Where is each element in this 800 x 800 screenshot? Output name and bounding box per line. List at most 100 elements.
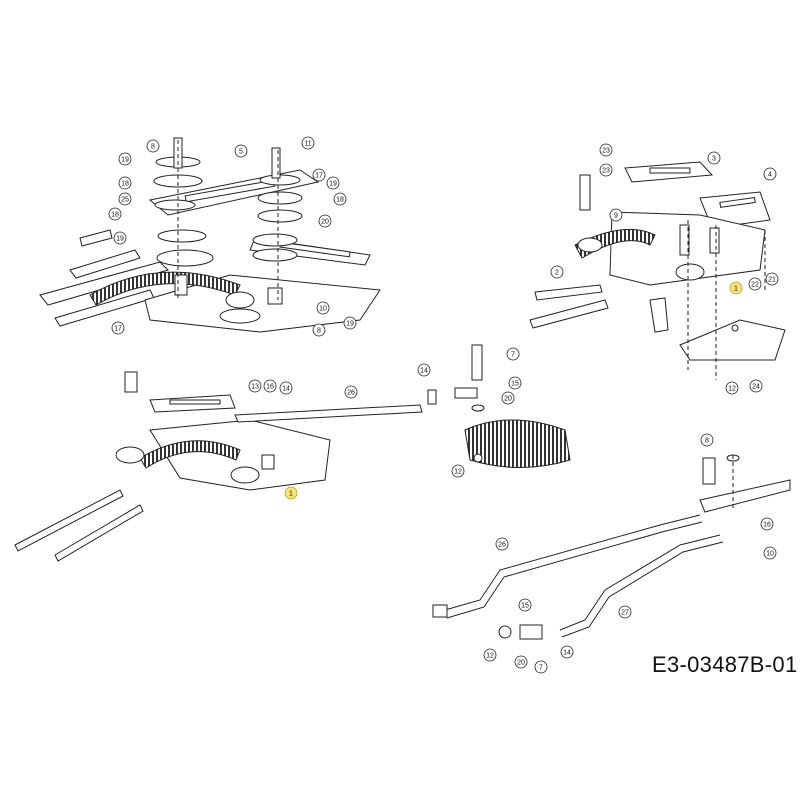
callout: 16 xyxy=(263,379,277,393)
svg-text:8: 8 xyxy=(317,328,321,335)
svg-text:24: 24 xyxy=(752,384,760,391)
svg-text:14: 14 xyxy=(563,650,571,657)
callout: 10 xyxy=(763,546,777,560)
callout: 26 xyxy=(495,537,509,551)
callout: 20 xyxy=(318,214,332,228)
callout: 8 xyxy=(700,433,714,447)
svg-text:19: 19 xyxy=(121,157,129,164)
svg-text:18: 18 xyxy=(336,197,344,204)
callout: 2 xyxy=(550,265,564,279)
callout: 11 xyxy=(301,136,315,150)
svg-text:21: 21 xyxy=(768,277,776,284)
callout: 12 xyxy=(725,381,739,395)
svg-text:19: 19 xyxy=(116,236,124,243)
assembly-middle-center xyxy=(427,344,571,468)
callout-highlighted: 1 xyxy=(284,486,298,500)
svg-text:26: 26 xyxy=(347,390,355,397)
callout: 3 xyxy=(707,151,721,165)
callout: 13 xyxy=(248,379,262,393)
callout: 8 xyxy=(146,139,160,153)
svg-text:16: 16 xyxy=(763,522,771,529)
svg-text:15: 15 xyxy=(511,381,519,388)
callout: 27 xyxy=(618,605,632,619)
callouts-middle-left: 13 16 14 26 1 xyxy=(248,379,358,500)
callout: 15 xyxy=(518,598,532,612)
highlight-marker xyxy=(284,486,298,500)
svg-text:9: 9 xyxy=(614,213,618,220)
assembly-top-left xyxy=(39,137,381,333)
callout: 19 xyxy=(113,231,127,245)
svg-text:17: 17 xyxy=(114,326,122,333)
svg-text:7: 7 xyxy=(511,352,515,359)
callout: 12 xyxy=(451,464,465,478)
assembly-bottom-right xyxy=(432,454,791,640)
callout: 19 xyxy=(343,316,357,330)
svg-text:27: 27 xyxy=(621,610,629,617)
svg-text:12: 12 xyxy=(728,386,736,393)
svg-text:18: 18 xyxy=(111,212,119,219)
svg-text:18: 18 xyxy=(121,181,129,188)
svg-text:12: 12 xyxy=(454,469,462,476)
drawing-code: E3-03487B-01 xyxy=(652,652,798,677)
callouts-bottom-right: 8 16 10 26 27 15 12 20 7 14 xyxy=(483,433,777,674)
svg-text:26: 26 xyxy=(498,542,506,549)
svg-text:20: 20 xyxy=(517,660,525,667)
callout: 16 xyxy=(760,517,774,531)
svg-text:10: 10 xyxy=(319,306,327,313)
svg-text:3: 3 xyxy=(712,156,716,163)
callout: 5 xyxy=(234,144,248,158)
svg-text:20: 20 xyxy=(504,396,512,403)
callout: 26 xyxy=(344,385,358,399)
callout: 19 xyxy=(326,176,340,190)
svg-text:23: 23 xyxy=(602,168,610,175)
callout: 18 xyxy=(333,192,347,206)
svg-text:14: 14 xyxy=(282,386,290,393)
svg-text:8: 8 xyxy=(151,144,155,151)
svg-text:5: 5 xyxy=(239,149,243,156)
callouts-top-right: 23 23 3 4 9 2 21 22 1 12 24 xyxy=(550,143,779,395)
svg-text:25: 25 xyxy=(121,197,129,204)
callout: 21 xyxy=(765,272,779,286)
callout: 18 xyxy=(108,207,122,221)
svg-text:23: 23 xyxy=(602,148,610,155)
svg-text:12: 12 xyxy=(486,653,494,660)
callout: 8 xyxy=(312,323,326,337)
callout: 7 xyxy=(506,347,520,361)
svg-text:10: 10 xyxy=(766,551,774,558)
callout: 14 xyxy=(560,645,574,659)
svg-text:14: 14 xyxy=(420,368,428,375)
callout: 20 xyxy=(514,655,528,669)
callout: 12 xyxy=(483,648,497,662)
svg-text:22: 22 xyxy=(751,282,759,289)
callout: 23 xyxy=(599,143,613,157)
svg-text:2: 2 xyxy=(555,270,559,277)
callout: 14 xyxy=(279,381,293,395)
svg-text:1: 1 xyxy=(289,491,293,498)
assembly-top-right xyxy=(529,161,786,380)
callout-highlighted: 1 xyxy=(729,281,743,295)
callout: 15 xyxy=(508,376,522,390)
callout: 10 xyxy=(316,301,330,315)
callouts-top-left: 8 19 18 25 18 19 5 11 17 19 18 20 8 10 1… xyxy=(108,136,357,337)
callout: 9 xyxy=(609,208,623,222)
svg-text:19: 19 xyxy=(346,321,354,328)
callout: 24 xyxy=(749,379,763,393)
svg-text:13: 13 xyxy=(251,384,259,391)
svg-text:11: 11 xyxy=(304,141,311,148)
svg-text:16: 16 xyxy=(266,384,274,391)
callout: 17 xyxy=(111,321,125,335)
callout: 17 xyxy=(312,168,326,182)
callout: 7 xyxy=(534,660,548,674)
callout: 14 xyxy=(417,363,431,377)
svg-text:8: 8 xyxy=(705,438,709,445)
callout: 23 xyxy=(599,163,613,177)
svg-text:1: 1 xyxy=(734,286,738,293)
svg-text:17: 17 xyxy=(315,173,323,180)
callouts-middle-center: 14 7 15 20 12 xyxy=(417,347,522,478)
svg-text:4: 4 xyxy=(768,172,772,179)
svg-text:20: 20 xyxy=(321,219,329,226)
svg-text:15: 15 xyxy=(521,603,529,610)
svg-text:19: 19 xyxy=(329,181,337,188)
callout: 18 xyxy=(118,176,132,190)
